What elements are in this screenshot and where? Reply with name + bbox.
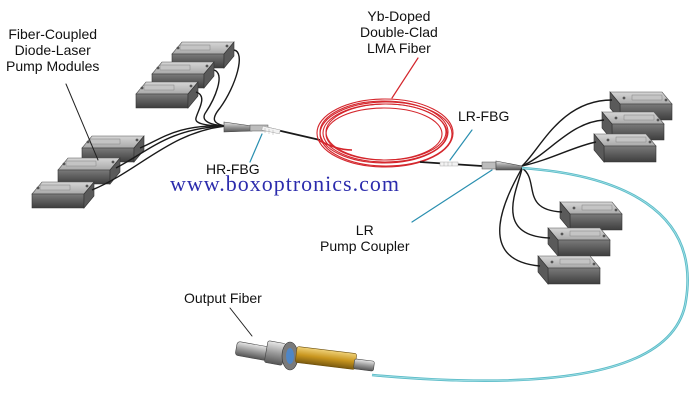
pump-modules-label: Fiber-Coupled Diode-Laser Pump Modules — [6, 26, 99, 74]
pump-modules-label-line1: Fiber-Coupled — [8, 26, 98, 42]
output-fiber-line — [371, 166, 689, 382]
right-lower-pump-modules — [537, 201, 623, 285]
yb-fiber-label-line2: Double-Clad — [360, 24, 438, 40]
right-upper-pump-modules — [593, 91, 673, 163]
hr-fbg-label: HR-FBG — [206, 161, 260, 177]
output-fiber-label: Output Fiber — [184, 290, 262, 306]
lr-fbg-label: LR-FBG — [458, 108, 510, 124]
fiber-coupler-icon — [481, 160, 523, 171]
lr-pump-coupler-label-line1: LR — [355, 222, 374, 238]
watermark: www.boxoptronics.com — [170, 171, 400, 196]
fbg-icon — [261, 125, 281, 135]
left-lower-pump-modules — [31, 135, 145, 209]
diode-laser-module-icon — [559, 201, 623, 231]
right-pump-fibers — [499, 99, 613, 267]
diode-laser-module-icon — [593, 133, 657, 163]
diode-laser-module-icon — [31, 181, 95, 209]
diode-laser-module-icon — [537, 255, 601, 285]
pump-modules-label-line3: Pump Modules — [6, 58, 100, 74]
fbg-icon — [439, 161, 459, 167]
lr-pump-coupler-label: LR Pump Coupler — [320, 222, 410, 254]
yb-fiber-label-line1: Yb-Doped — [367, 8, 431, 24]
fiber-coil-icon — [316, 98, 454, 168]
diode-laser-module-icon — [547, 227, 611, 257]
fiber-coupler-icon — [223, 121, 269, 133]
fiber-connector-icon — [235, 340, 375, 372]
yb-fiber-label: Yb-Doped Double-Clad LMA Fiber — [360, 8, 438, 56]
yb-fiber-label-line3: LMA Fiber — [367, 40, 431, 56]
left-pump-fibers — [91, 49, 240, 191]
lr-pump-coupler-label-line2: Pump Coupler — [320, 238, 410, 254]
leader-lines — [65, 57, 493, 337]
pump-modules-label-line2: Diode-Laser — [14, 42, 91, 58]
diode-laser-module-icon — [135, 81, 199, 109]
